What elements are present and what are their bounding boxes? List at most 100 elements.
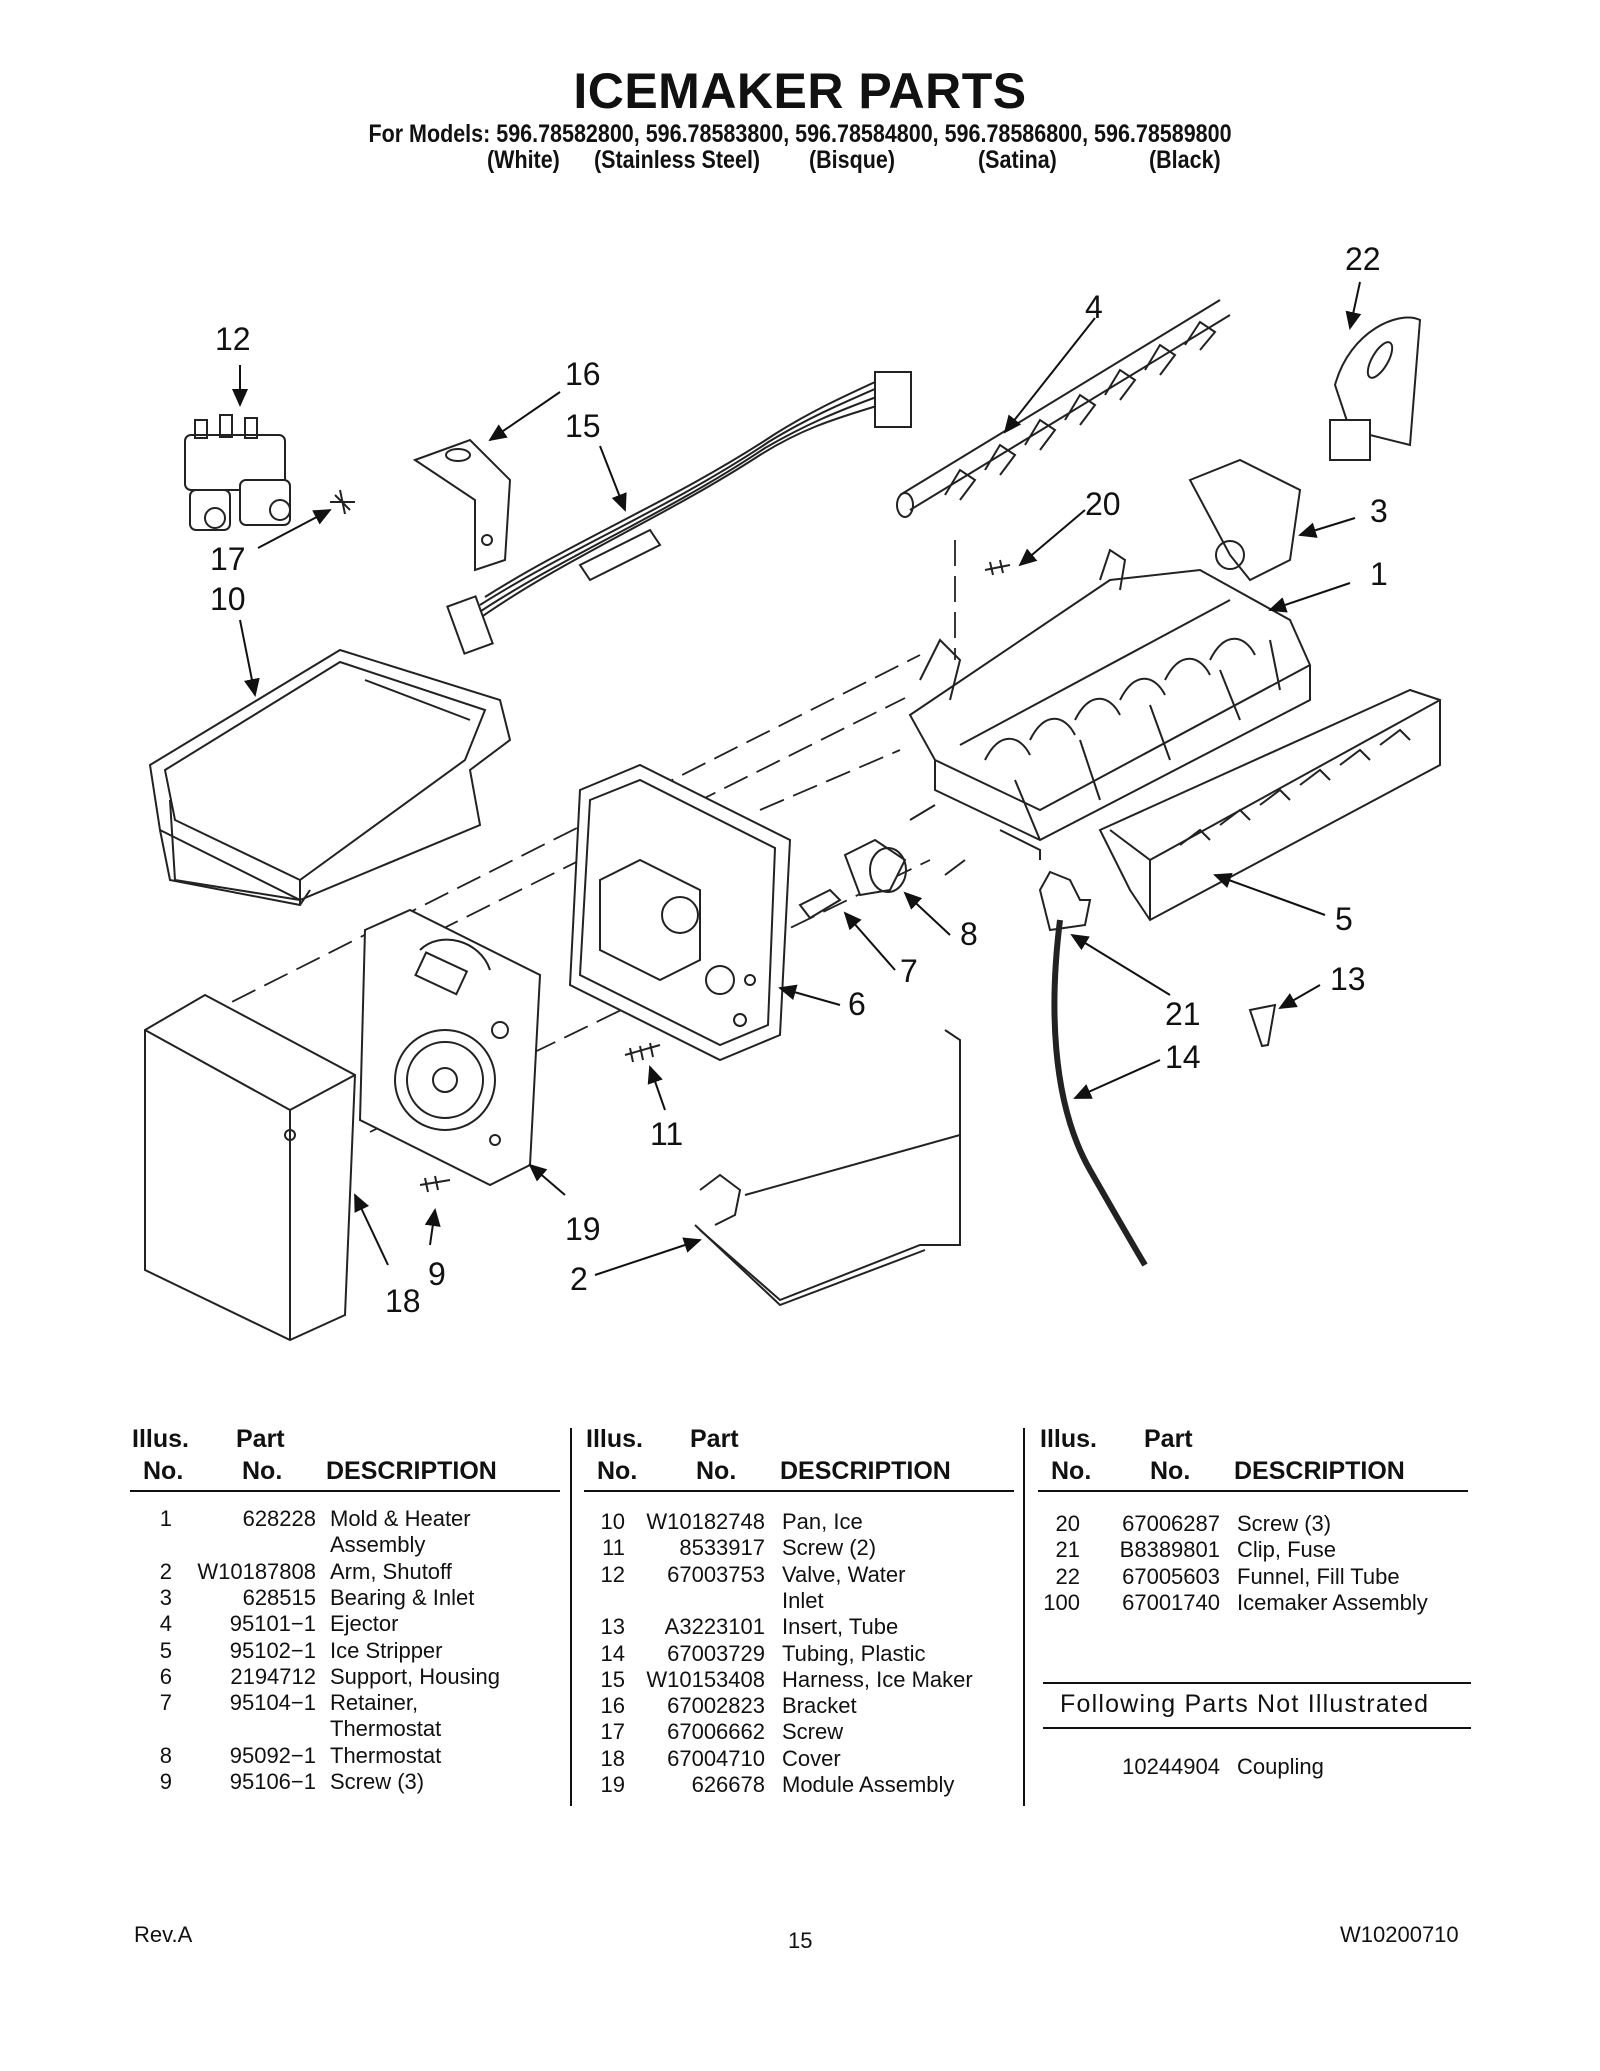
retainer-part — [798, 888, 842, 920]
col1-illus-header-no: No. — [143, 1457, 184, 1485]
part-description: Inlet — [782, 1587, 824, 1613]
part-description: Funnel, Fill Tube — [1237, 1563, 1400, 1589]
callout-22: 22 — [1345, 241, 1381, 277]
part-number: 67005603 — [1122, 1563, 1220, 1589]
revision-label: Rev.A — [134, 1922, 193, 1947]
illus-number: 100 — [1043, 1589, 1080, 1615]
illus-number: 3 — [159, 1584, 172, 1610]
fuse-clip-part — [1038, 870, 1092, 932]
part-description: Coupling — [1237, 1754, 1324, 1779]
ice-stripper-part — [1098, 688, 1441, 922]
part-number: 2194712 — [230, 1663, 316, 1689]
illus-number: 16 — [600, 1693, 625, 1719]
callout-10: 10 — [210, 581, 246, 617]
col2-illus-header-no: No. — [597, 1457, 638, 1485]
illus-number: 9 — [159, 1769, 172, 1794]
funnel-part — [1329, 316, 1422, 461]
col2-part-header-no: No. — [696, 1457, 737, 1485]
finish-satina: (Satina) — [978, 146, 1057, 174]
part-description: Arm, Shutoff — [330, 1558, 452, 1584]
part-number: B8389801 — [1119, 1537, 1220, 1563]
part-description: Retainer, — [330, 1690, 419, 1716]
part-description: Clip, Fuse — [1237, 1537, 1337, 1563]
harness-part — [446, 371, 912, 655]
col3-description-header: DESCRIPTION — [1234, 1457, 1405, 1485]
illus-number: 17 — [600, 1719, 625, 1745]
exploded-parts-diagram: 12 16 15 17 10 4 22 20 3 1 5 8 7 6 13 21… — [144, 241, 1441, 1342]
bearing-inlet-part — [1188, 458, 1302, 582]
page-title: ICEMAKER PARTS — [573, 63, 1027, 119]
part-number: 628228 — [242, 1506, 316, 1531]
part-description: Harness, Ice Maker — [782, 1666, 973, 1692]
tube-insert-part — [1248, 1003, 1277, 1048]
ice-pan-part — [148, 648, 512, 907]
part-description: Screw (2) — [782, 1535, 877, 1561]
col2-part-header: Part — [690, 1425, 739, 1453]
thermostat-part — [843, 804, 966, 897]
callout-9: 9 — [428, 1256, 446, 1292]
callout-19: 19 — [565, 1211, 601, 1247]
illus-number: 18 — [600, 1745, 625, 1771]
callout-15: 15 — [565, 408, 601, 444]
part-description: Thermostat — [330, 1716, 442, 1742]
illus-number: 1 — [159, 1506, 172, 1531]
callout-12: 12 — [215, 321, 251, 357]
part-description: Insert, Tube — [782, 1614, 899, 1640]
illus-number: 12 — [600, 1561, 625, 1587]
part-description: Thermostat — [330, 1742, 442, 1768]
callout-18: 18 — [385, 1283, 421, 1319]
water-valve-part — [184, 414, 291, 531]
illus-number: 11 — [602, 1535, 625, 1561]
callout-20: 20 — [1085, 486, 1121, 522]
col1-header-rule — [130, 1490, 560, 1492]
finish-white: (White) — [487, 146, 560, 174]
col3-illus-header: Illus. — [1040, 1425, 1097, 1453]
part-description: Screw (3) — [330, 1769, 425, 1794]
not-illustrated-rule — [1043, 1682, 1471, 1684]
part-description: Ejector — [330, 1611, 399, 1637]
col3-part-header-no: No. — [1150, 1457, 1191, 1485]
illus-number: 20 — [1055, 1511, 1080, 1536]
mold-heater-part — [908, 548, 1312, 860]
callout-5: 5 — [1335, 901, 1353, 937]
col1-description-header: DESCRIPTION — [326, 1457, 497, 1485]
illus-number: 2 — [159, 1558, 172, 1584]
part-number: 628515 — [242, 1584, 316, 1610]
callout-1: 1 — [1370, 556, 1388, 592]
illus-number: 14 — [600, 1640, 625, 1666]
not-illustrated-heading: Following Parts Not Illustrated — [1060, 1690, 1430, 1718]
col3-part-header: Part — [1144, 1425, 1193, 1453]
part-number: W10182748 — [646, 1509, 765, 1534]
illus-number: 4 — [159, 1611, 172, 1637]
part-description: Bearing & Inlet — [330, 1584, 475, 1610]
part-number: 95092−1 — [229, 1742, 316, 1768]
part-description: Support, Housing — [330, 1663, 500, 1689]
cover-part — [144, 993, 357, 1342]
finish-stainless: (Stainless Steel) — [594, 146, 761, 174]
col1-illus-header: Illus. — [132, 1425, 189, 1453]
document-number: W10200710 — [1340, 1922, 1459, 1947]
illus-number: 15 — [600, 1666, 625, 1692]
col1-part-header: Part — [236, 1425, 285, 1453]
part-description: Screw — [782, 1719, 844, 1745]
part-description: Valve, Water — [782, 1561, 906, 1587]
col2-description-header: DESCRIPTION — [780, 1457, 951, 1485]
part-number: 10244904 — [1122, 1754, 1220, 1779]
callout-4: 4 — [1085, 289, 1103, 325]
part-description: Tubing, Plastic — [782, 1640, 926, 1666]
plastic-tubing-part — [1051, 919, 1148, 1267]
support-housing-part — [568, 763, 792, 1062]
callout-17: 17 — [210, 541, 246, 577]
page-number: 15 — [788, 1928, 813, 1953]
illus-number: 6 — [159, 1663, 172, 1689]
illus-number: 10 — [600, 1509, 625, 1534]
part-number: 67006287 — [1122, 1511, 1220, 1536]
illus-number: 5 — [159, 1637, 172, 1663]
bracket-part — [412, 438, 512, 572]
not-illustrated-rule — [1043, 1727, 1471, 1729]
illus-number: 22 — [1055, 1563, 1080, 1589]
part-number: 67002823 — [667, 1693, 765, 1719]
callout-2: 2 — [570, 1261, 588, 1297]
part-number: 626678 — [691, 1772, 765, 1797]
part-number: 95106−1 — [229, 1769, 316, 1794]
